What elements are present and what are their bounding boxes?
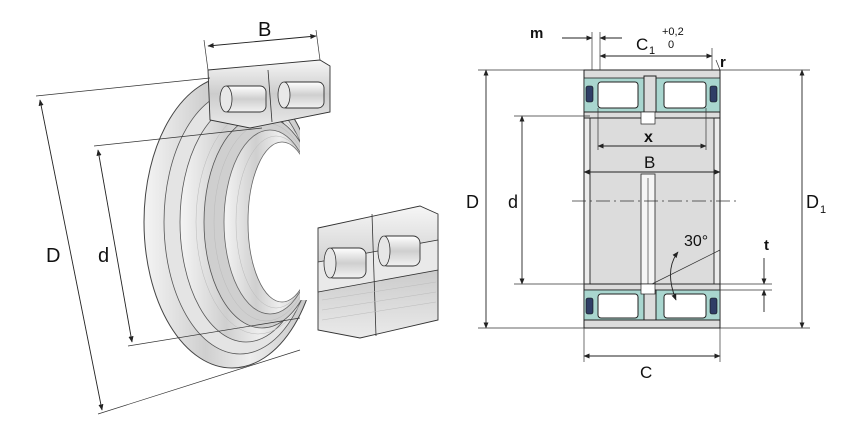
roller	[597, 293, 639, 319]
dim-d-left	[93, 127, 301, 347]
label-C: C	[640, 363, 652, 382]
roller	[663, 293, 707, 319]
dim-B-left	[203, 29, 321, 71]
section-view	[478, 32, 810, 362]
outer-ring-3d	[143, 75, 321, 369]
seal-insert	[585, 297, 594, 315]
label-B-left: B	[258, 19, 271, 41]
label-D-right: D	[466, 192, 479, 212]
dim-t	[656, 258, 772, 312]
label-m: m	[530, 25, 543, 42]
dim-d-right	[514, 115, 590, 285]
angle-30	[651, 249, 721, 301]
dim-C	[583, 328, 721, 362]
seal-insert	[709, 297, 718, 315]
label-d-left: d	[98, 245, 109, 267]
bottom-roller-row	[583, 283, 721, 329]
bottom-section-3d	[317, 205, 439, 339]
seal-insert	[585, 85, 594, 103]
label-D-left: D	[46, 245, 60, 267]
label-D1: D	[806, 192, 819, 212]
label-B-right: B	[644, 153, 655, 172]
r-leader	[715, 59, 721, 71]
dim-m	[562, 32, 622, 70]
dim-D-left	[35, 77, 301, 415]
top-roller-row	[583, 69, 721, 125]
roller	[663, 81, 707, 109]
label-x: x	[644, 129, 653, 146]
label-D1-sub: 1	[820, 204, 826, 216]
label-t: t	[764, 237, 769, 254]
label-C1: C	[636, 35, 648, 54]
seal-insert	[709, 85, 718, 103]
dim-C1	[599, 48, 713, 70]
roller	[597, 81, 639, 109]
label-C1-sub: 1	[649, 45, 655, 57]
label-tol-upper: +0,2	[662, 26, 684, 38]
label-r: r	[720, 54, 726, 71]
dim-D-right	[478, 69, 584, 329]
top-section-3d	[207, 59, 331, 129]
dim-x	[597, 108, 707, 150]
label-angle: 30°	[684, 233, 708, 250]
label-tol-lower: 0	[668, 39, 674, 51]
dim-D1	[720, 69, 810, 329]
perspective-view	[35, 29, 440, 415]
label-d-right: d	[508, 192, 518, 212]
